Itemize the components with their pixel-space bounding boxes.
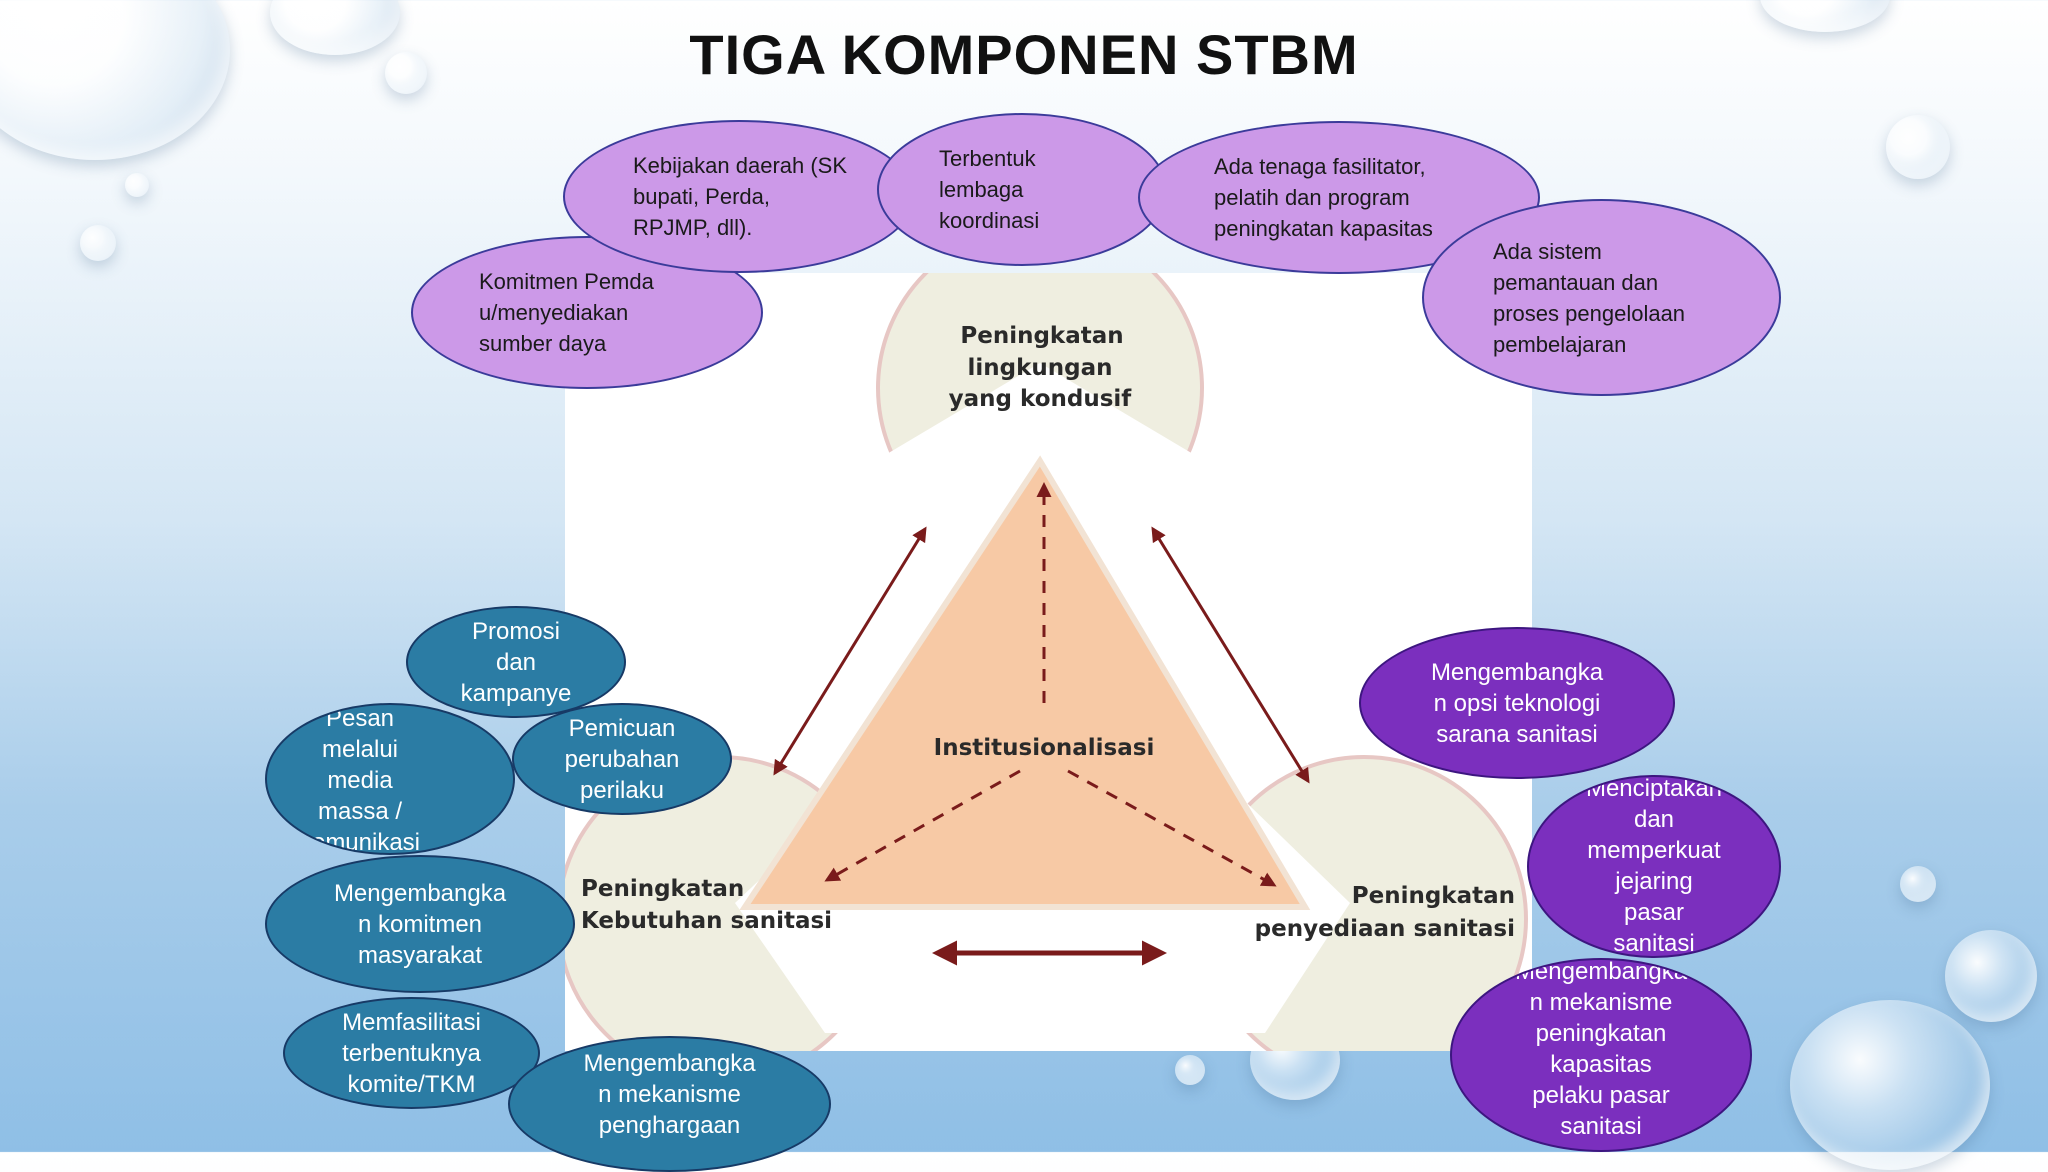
- bubble-text: Mengembangka n komitmen masyarakat: [333, 879, 507, 969]
- right-component-label-2: penyediaan sanitasi: [1255, 916, 1515, 942]
- bubble-text: Promosi dan kampanye: [460, 617, 572, 707]
- water-drop-decoration: [385, 52, 427, 94]
- bubble-text: Ada tenaga fasilitator, pelatih dan prog…: [1214, 154, 1433, 241]
- bubble-mekanisme-penghargaan: Mengembangka n mekanisme penghargaan: [508, 1036, 831, 1172]
- dashed-arrow-right: [1067, 769, 1277, 887]
- arrow-top-left: [773, 526, 927, 776]
- bubble-lembaga-koordinasi: Terbentuk lembaga koordinasi: [877, 113, 1167, 266]
- bubble-pesan-media: Pesan melalui media massa / komunikasi l…: [265, 703, 515, 855]
- water-drop-decoration: [1900, 866, 1936, 902]
- water-drop-decoration: [125, 173, 149, 197]
- page-title: TIGA KOMPONEN STBM: [689, 23, 1359, 86]
- dashed-arrow-left: [824, 769, 1021, 882]
- bubble-opsi-teknologi: Mengembangka n opsi teknologi sarana san…: [1359, 627, 1675, 779]
- bubble-promosi-kampanye: Promosi dan kampanye: [406, 606, 626, 718]
- bubble-text: Memfasilitasi terbentuknya komite/TKM: [342, 1008, 481, 1098]
- water-drop-decoration: [1175, 1055, 1205, 1085]
- bubble-komitmen-masyarakat: Mengembangka n komitmen masyarakat: [265, 855, 575, 993]
- top-component-label-3: yang kondusif: [949, 386, 1133, 412]
- left-component-label-1: Peningkatan: [581, 876, 744, 902]
- water-drop-decoration: [1945, 930, 2037, 1022]
- bubble-text: Pemicuan perubahan perilaku: [564, 714, 680, 804]
- bubble-komite-tkm: Memfasilitasi terbentuknya komite/TKM: [283, 997, 540, 1109]
- bubble-text: Mengembangka n opsi teknologi sarana san…: [1430, 658, 1604, 748]
- top-component-label-1: Peningkatan: [960, 323, 1123, 349]
- bubble-text: Mengembangka n mekanisme penghargaan: [583, 1049, 756, 1139]
- arrow-top-right: [1151, 526, 1310, 784]
- bubble-komitmen-pemda: Komitmen Pemda u/menyediakan sumber daya: [411, 236, 763, 389]
- bubble-pemicuan: Pemicuan perubahan perilaku: [512, 703, 732, 815]
- bubble-kebijakan-daerah: Kebijakan daerah (SK bupati, Perda, RPJM…: [563, 120, 915, 273]
- bubble-text: Mengembangka n mekanisme peningkatan kap…: [1514, 958, 1688, 1140]
- bubble-text: Kebijakan daerah (SK bupati, Perda, RPJM…: [633, 153, 848, 240]
- bubble-text: Ada sistem pemantauan dan proses pengelo…: [1493, 238, 1686, 357]
- bubble-text: Komitmen Pemda u/menyediakan sumber daya: [479, 269, 654, 356]
- bubble-jejaring-pasar: Menciptakan dan memperkuat jejaring pasa…: [1527, 775, 1781, 958]
- bubble-text: Terbentuk lembaga koordinasi: [939, 146, 1040, 233]
- bubble-sistem-pemantauan: Ada sistem pemantauan dan proses pengelo…: [1422, 199, 1781, 396]
- top-component-label-2: lingkungan: [967, 355, 1112, 381]
- left-component-label-2: Kebutuhan sanitasi: [581, 908, 832, 934]
- water-drop-decoration: [1886, 115, 1950, 179]
- water-drop-decoration: [80, 225, 116, 261]
- bubble-kapasitas-pelaku-pasar: Mengembangka n mekanisme peningkatan kap…: [1450, 958, 1752, 1152]
- center-label: Institusionalisasi: [934, 735, 1155, 761]
- water-drop-decoration: [1790, 1000, 1990, 1170]
- bubble-text: Pesan melalui media massa / komunikasi l…: [299, 705, 421, 855]
- right-component-label-1: Peningkatan: [1352, 883, 1515, 909]
- bubble-text: Menciptakan dan memperkuat jejaring pasa…: [1585, 775, 1723, 957]
